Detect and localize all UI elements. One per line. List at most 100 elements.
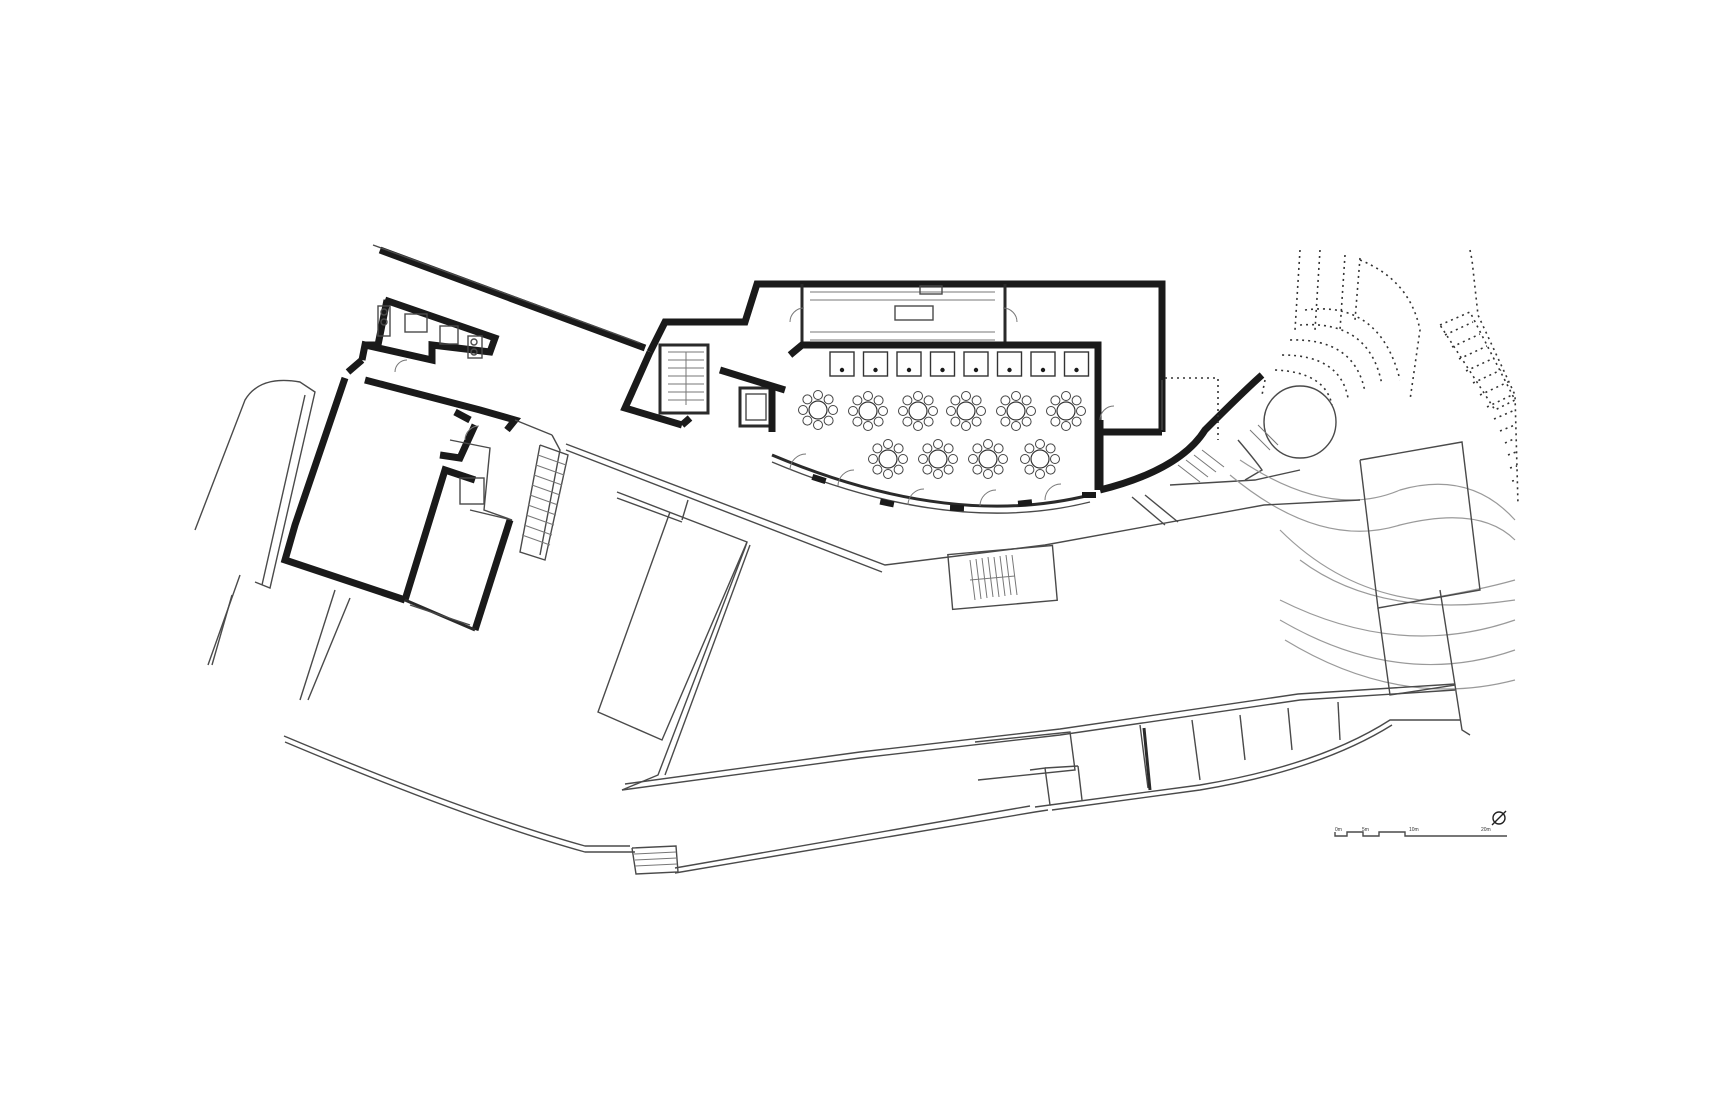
chair [852, 395, 863, 406]
chair [1024, 443, 1035, 454]
chair [1021, 395, 1032, 406]
plaza [565, 443, 1460, 875]
chair [943, 464, 954, 475]
round-table [996, 391, 1036, 431]
column-marker [940, 367, 945, 373]
east-steps [1439, 310, 1518, 482]
chair [802, 415, 813, 426]
chair [1035, 439, 1045, 449]
west-stair [519, 444, 569, 561]
chair [1000, 416, 1011, 427]
west-building [280, 296, 569, 632]
core-stair [668, 351, 704, 405]
chair [961, 421, 971, 431]
chair [828, 405, 838, 415]
chair [946, 406, 956, 416]
rect-table [829, 351, 855, 377]
chair [1046, 406, 1056, 416]
round-table [898, 391, 938, 431]
chair [961, 391, 971, 401]
round-table [918, 439, 958, 479]
dining-building [620, 280, 1166, 514]
chair [893, 443, 904, 454]
chair [993, 443, 1004, 454]
chair [996, 406, 1006, 416]
chair [1071, 395, 1082, 406]
chair [1071, 416, 1082, 427]
round-table [848, 391, 888, 431]
chair [798, 405, 808, 415]
chair [863, 421, 873, 431]
dining-tables [798, 351, 1090, 479]
rect-table [1063, 351, 1090, 377]
scale-label-5: 5m [1362, 827, 1369, 833]
chair [802, 394, 813, 405]
chair [872, 464, 883, 475]
chair [913, 421, 923, 431]
chair [1050, 395, 1061, 406]
chair [928, 406, 938, 416]
plaza-stair [969, 554, 1018, 601]
north-arrow-icon [1491, 810, 1507, 826]
chair [813, 420, 823, 430]
column-marker [873, 367, 878, 373]
chair [950, 416, 961, 427]
chair [983, 439, 993, 449]
chair [1050, 454, 1060, 464]
chair [918, 454, 928, 464]
chair [1000, 395, 1011, 406]
chair [972, 443, 983, 454]
scale-bar: 0m 5m 10m 20m [1334, 827, 1507, 837]
chair [983, 469, 993, 479]
chair [933, 439, 943, 449]
round-table [868, 439, 908, 479]
chair [872, 443, 883, 454]
west-ramp [194, 379, 635, 853]
chair [1061, 421, 1071, 431]
chair [852, 416, 863, 427]
chair [948, 454, 958, 464]
chair [898, 454, 908, 464]
east-curve [1099, 249, 1519, 736]
chair [933, 469, 943, 479]
round-table [946, 391, 986, 431]
south-steps [631, 845, 679, 875]
chair [1076, 406, 1086, 416]
chair [972, 464, 983, 475]
chair [1045, 464, 1056, 475]
chair [971, 416, 982, 427]
chair [1011, 421, 1021, 431]
chair [813, 390, 823, 400]
amphitheater [1261, 249, 1519, 506]
chair [873, 395, 884, 406]
round-table [1046, 391, 1086, 431]
rect-table [862, 351, 889, 377]
chair [998, 454, 1008, 464]
north-wall [372, 244, 647, 352]
chair [1045, 443, 1056, 454]
chair [883, 469, 893, 479]
chair [823, 415, 834, 426]
chair [971, 395, 982, 406]
chair [922, 464, 933, 475]
chair [878, 406, 888, 416]
round-table [968, 439, 1008, 479]
chair [902, 416, 913, 427]
rect-table [996, 351, 1023, 377]
rect-table [1030, 351, 1056, 377]
scale-label-20: 20m [1481, 827, 1491, 833]
chair [1061, 391, 1071, 401]
rect-table [929, 351, 956, 377]
chair [893, 464, 904, 475]
chair [902, 395, 913, 406]
chair [923, 416, 934, 427]
chair [1035, 469, 1045, 479]
chair [868, 454, 878, 464]
rect-table [896, 351, 922, 377]
round-table [1020, 439, 1060, 479]
chair [1050, 416, 1061, 427]
round-table [798, 390, 838, 430]
chair [823, 394, 834, 405]
chair [922, 443, 933, 454]
